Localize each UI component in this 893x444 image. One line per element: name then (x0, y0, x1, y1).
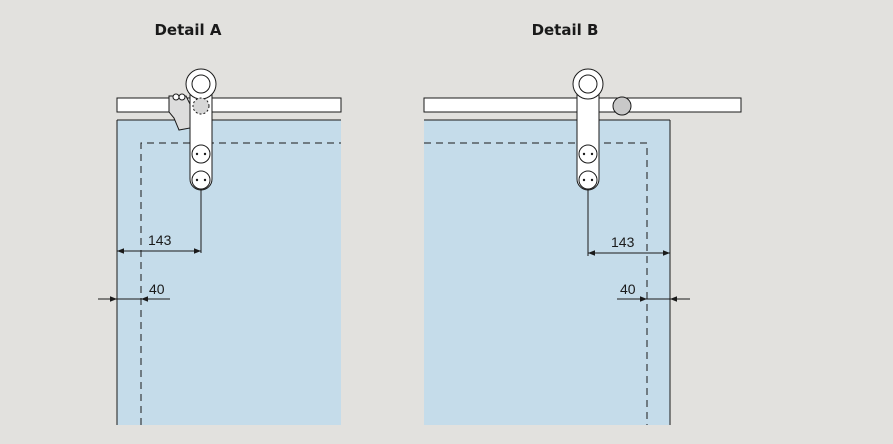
detail-b: Detail B 143 40 (423, 21, 742, 425)
bolt-lower-b (578, 170, 598, 190)
bolt-upper-b (578, 144, 598, 164)
dimension-143-a: 143 (148, 232, 172, 248)
rail-a (116, 97, 342, 113)
dimension-143-b: 143 (611, 234, 635, 250)
door-panel-a (117, 120, 341, 425)
rail-stop-b (612, 96, 632, 116)
bolt-upper-a (191, 144, 211, 164)
bolt-lower-a (191, 170, 211, 190)
dimension-40-b: 40 (620, 281, 636, 297)
opening-line-a (140, 142, 341, 425)
door-panel-b (424, 120, 670, 425)
dimension-40-a: 40 (149, 281, 165, 297)
detail-b-title: Detail B (532, 21, 599, 39)
opening-line-b (424, 142, 648, 425)
detail-a-title: Detail A (154, 21, 221, 39)
detail-a: Detail A 143 4 (98, 21, 342, 425)
hidden-stop-a (192, 97, 210, 115)
side-bracket-a (168, 95, 191, 131)
